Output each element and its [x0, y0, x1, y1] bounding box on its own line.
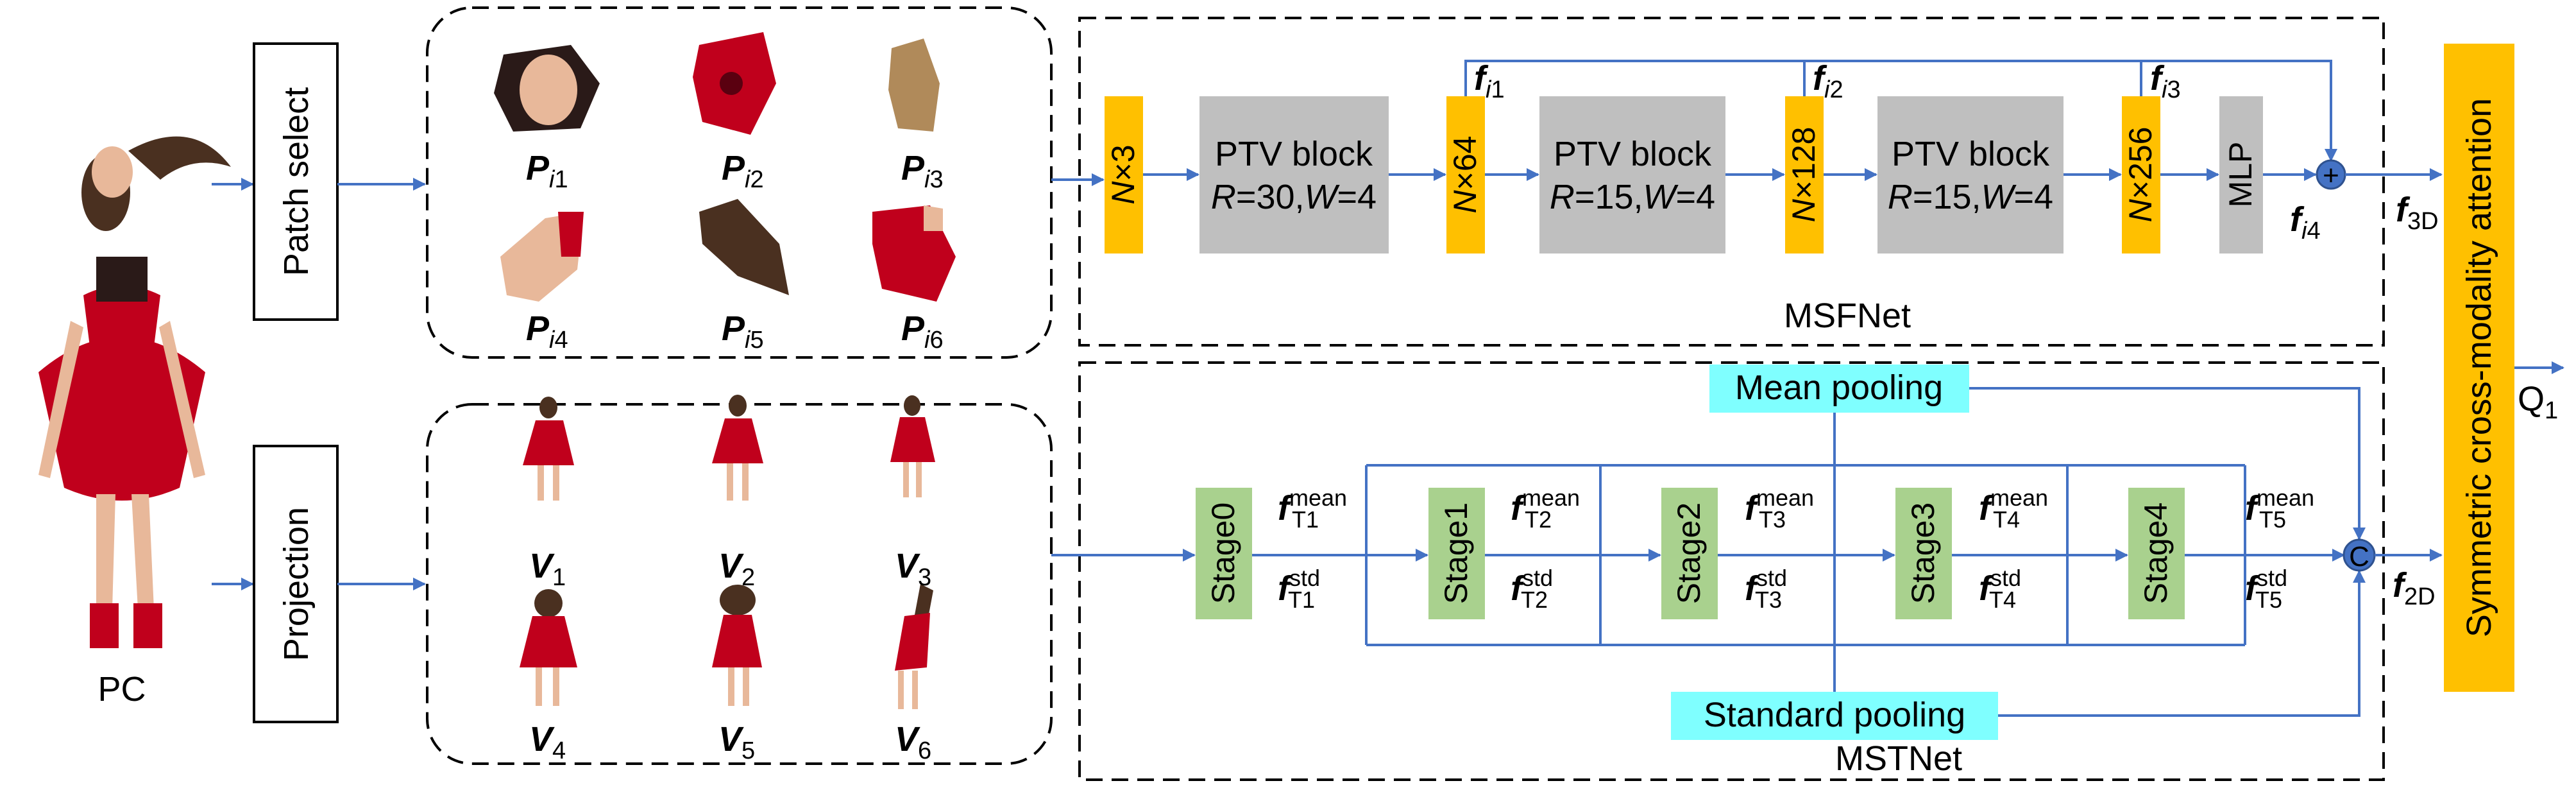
- f-label-i2: fi2: [1813, 59, 1843, 103]
- view-label-2: V2: [718, 547, 755, 591]
- stage0-block: [1196, 488, 1252, 619]
- patch-image-5: [699, 199, 789, 295]
- view-image-6: [895, 584, 933, 709]
- view-label-1: V1: [529, 547, 566, 591]
- mlp-label: MLP: [2223, 142, 2258, 208]
- mean-pooling-to-concat: [1969, 387, 2366, 540]
- stage1-block: [1428, 488, 1485, 619]
- patch-image-2: [693, 32, 776, 135]
- stage3-label: Stage3: [1905, 502, 1941, 604]
- patch-select-label: Patch select: [277, 87, 316, 276]
- f-label-i4: fi4: [2290, 200, 2321, 245]
- view-label-6: V6: [895, 720, 931, 764]
- feature-block-n128-label: N×128: [1786, 127, 1822, 223]
- view-label-5: V5: [718, 720, 755, 764]
- mean-pooling-box: [1709, 365, 1969, 413]
- projection-box: [253, 445, 339, 723]
- skip-line-top: [1464, 60, 2337, 162]
- patch-image-1: [494, 45, 600, 132]
- mstnet-panel: [1078, 361, 2385, 781]
- view-image-3: [890, 395, 935, 497]
- pc-label: PC: [97, 670, 146, 708]
- patch-image-4: [500, 212, 584, 302]
- symmetric-cross-modality-attention-block: [2444, 44, 2514, 692]
- patches-panel: [426, 6, 1053, 359]
- point-cloud-figure: [38, 136, 231, 648]
- patch-label-5: Pi5: [722, 309, 764, 354]
- projection-label: Projection: [277, 507, 316, 661]
- patch-label-3: Pi3: [901, 149, 944, 193]
- feature-block-n256-label: N×256: [2123, 127, 2158, 223]
- feature-block-n64: [1446, 96, 1485, 253]
- std-pooling-label: Standard pooling: [1704, 696, 1965, 734]
- patch-label-1: Pi1: [526, 149, 568, 193]
- view-image-2: [712, 395, 763, 501]
- feature-block-n64-label: N×64: [1447, 136, 1483, 214]
- stage3-block: [1895, 488, 1952, 619]
- msfnet-title: MSFNet: [1784, 296, 1911, 335]
- ptv-block-3-params: R=15,W=4: [1888, 178, 2053, 216]
- ptv-block-1-params: R=30,W=4: [1211, 178, 1377, 216]
- feature-block-n256: [2122, 96, 2160, 253]
- feature-block-n3-label: N×3: [1105, 144, 1141, 204]
- sum-node-symbol: +: [2323, 160, 2339, 191]
- mlp-block: [2219, 96, 2263, 253]
- stage2-label: Stage2: [1671, 502, 1707, 604]
- stage4-block: [2128, 488, 2185, 619]
- msfnet-panel: [1078, 17, 2385, 347]
- stage0-label: Stage0: [1205, 502, 1241, 604]
- patch-label-4: Pi4: [526, 309, 568, 354]
- patch-image-3: [888, 39, 940, 132]
- std-pooling-box: [1671, 692, 1998, 740]
- stage2-block: [1661, 488, 1718, 619]
- view-label-4: V4: [529, 720, 566, 764]
- patch-select-box: [253, 42, 339, 321]
- ptv-block-1-title: PTV block: [1215, 135, 1373, 173]
- concat-node-label: C: [2349, 541, 2369, 572]
- patch-label-6: Pi6: [901, 309, 944, 354]
- mstnet-title: MSTNet: [1835, 739, 1962, 778]
- f2d-label: f2D: [2393, 566, 2436, 610]
- symmetric-cross-modality-attention-label: Symmetric cross-modality attention: [2460, 98, 2498, 637]
- view-image-1: [523, 397, 574, 501]
- patch-image-6: [872, 205, 956, 302]
- f-label-i3: fi3: [2150, 59, 2181, 103]
- patch-label-2: Pi2: [722, 149, 764, 193]
- stage4-label: Stage4: [2138, 502, 2174, 604]
- f-label-i1: fi1: [1474, 59, 1505, 103]
- ptv-block-3: [1877, 96, 2063, 253]
- ptv-block-2-title: PTV block: [1554, 135, 1712, 173]
- ptv-block-1: [1199, 96, 1389, 253]
- feature-block-n128: [1785, 96, 1824, 253]
- std-pooling-to-concat: [1998, 570, 2366, 717]
- f3d-label: f3D: [2396, 191, 2439, 235]
- view-label-3: V3: [895, 547, 931, 591]
- q1-label: Q1: [2518, 380, 2558, 424]
- view-image-5: [712, 585, 762, 706]
- feature-block-n3: [1105, 96, 1143, 253]
- ptv-block-2-params: R=15,W=4: [1550, 178, 1715, 216]
- stage1-label: Stage1: [1438, 502, 1474, 604]
- ptv-block-2: [1539, 96, 1725, 253]
- mean-pooling-label: Mean pooling: [1735, 368, 1943, 407]
- ptv-block-3-title: PTV block: [1892, 135, 2050, 173]
- view-image-4: [520, 589, 577, 706]
